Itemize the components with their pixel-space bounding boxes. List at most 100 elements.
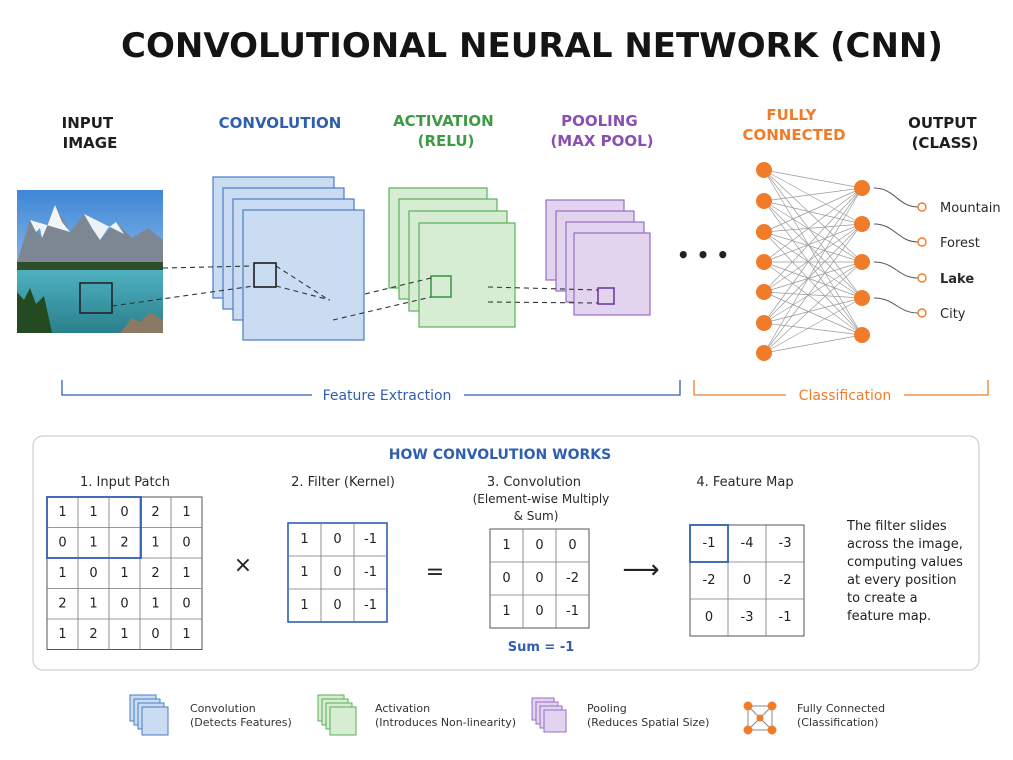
pooling-stack [545, 199, 651, 316]
main-title: CONVOLUTIONAL NEURAL NETWORK (CNN) [121, 26, 943, 66]
matrix-cell: 1 [58, 566, 66, 581]
fc-neuron [756, 162, 772, 178]
matrix-cell: 2 [151, 505, 159, 520]
fc-neuron [756, 193, 772, 209]
matrix-frame [689, 524, 805, 637]
matrix-cell: 0 [89, 566, 97, 581]
matrix-cell: -2 [566, 571, 579, 586]
stage-title-activation: ACTIVATION (RELU) [393, 112, 499, 150]
fc-neuron [756, 254, 772, 270]
legend-pooling-subtitle: (Reduces Spatial Size) [587, 716, 709, 729]
fc-connection [763, 231, 863, 263]
matrix-cell: 1 [89, 596, 97, 611]
product-matrix: 1 0 0 0 0 -2 1 0 -1 [489, 528, 590, 629]
legend: Convolution (Detects Features) Activatio… [129, 694, 885, 736]
fc-connection [763, 261, 863, 293]
fc-connection [763, 187, 863, 324]
fc-connection [763, 187, 863, 263]
equals-operator: = [426, 560, 444, 585]
fc-neuron [756, 284, 772, 300]
legend-convolution-subtitle: (Detects Features) [190, 716, 292, 729]
matrix-cell: 1 [300, 565, 308, 580]
matrix-cell: 0 [705, 610, 713, 625]
matrix-cell: 1 [502, 604, 510, 619]
legend-activation-title: Activation [375, 702, 430, 715]
matrix-cell: 1 [300, 532, 308, 547]
matrix-cell: 0 [120, 596, 128, 611]
matrix-frame [287, 522, 388, 623]
activation-stack [388, 187, 516, 328]
fc-connection [763, 231, 863, 299]
matrix-cell: 0 [333, 598, 341, 613]
step3-label: 3. Convolution (Element-wise Multiply & … [473, 475, 614, 523]
fc-connection [763, 223, 863, 233]
output-class-marker [917, 237, 927, 247]
output-class-forest: Forest [940, 236, 980, 251]
classification-bracket: Classification [693, 380, 989, 404]
fc-connection [763, 261, 863, 354]
matrix-cell: 2 [151, 566, 159, 581]
feature-extraction-bracket: Feature Extraction [61, 380, 681, 404]
matrix-cell: 0 [151, 627, 159, 642]
fc-connection [763, 187, 863, 354]
matrix-frame [46, 496, 203, 650]
matrix-cell: 2 [89, 627, 97, 642]
matrix-cell: 0 [743, 573, 751, 588]
fc-connection [763, 223, 863, 293]
fully-connected-icon [743, 701, 777, 735]
convolution-stack-icon [129, 694, 169, 736]
matrix-cell: -2 [779, 573, 792, 588]
matrix-cell: -1 [566, 604, 579, 619]
arrow-operator: ⟶ [622, 555, 659, 585]
matrix-cell: 0 [568, 538, 576, 553]
fc-connection [763, 169, 863, 189]
matrix-cell: 2 [120, 535, 128, 550]
legend-pooling-title: Pooling [587, 702, 627, 715]
input-patch-highlight [46, 496, 142, 559]
dashed-connectors [111, 265, 599, 321]
fc-connection [763, 334, 863, 354]
matrix-cell: 0 [182, 535, 190, 550]
matrix-cell: 1 [58, 505, 66, 520]
output-class-marker [917, 273, 927, 283]
matrix-cell: -1 [703, 536, 716, 551]
legend-fully-connected-title: Fully Connected [797, 702, 885, 715]
stage-title-output: OUTPUT (CLASS) [908, 114, 982, 152]
classification-label: Classification [799, 388, 892, 404]
stage-title-convolution: CONVOLUTION [219, 114, 342, 132]
matrix-cell: 0 [333, 565, 341, 580]
ellipsis: • • • [677, 243, 729, 267]
matrix-cell: 1 [182, 627, 190, 642]
matrix-cell: 1 [502, 538, 510, 553]
convolution-description: The filter slides across the image, comp… [846, 519, 967, 624]
matrix-cell: 1 [182, 505, 190, 520]
matrix-cell: 0 [535, 571, 543, 586]
multiply-operator: × [234, 553, 252, 578]
fc-connection [763, 200, 863, 299]
matrix-cell: 0 [502, 571, 510, 586]
how-convolution-works-title: HOW CONVOLUTION WORKS [389, 447, 611, 463]
fc-connection [763, 297, 863, 324]
matrix-cell: 0 [535, 538, 543, 553]
fc-connection [763, 200, 863, 336]
fc-connection [763, 223, 863, 324]
output-class-marker [917, 308, 927, 318]
matrix-cell: 0 [182, 596, 190, 611]
matrix-cell: -1 [364, 532, 377, 547]
matrix-cell: -2 [703, 573, 716, 588]
stage-title-input: INPUT IMAGE [62, 114, 119, 152]
fc-connection [763, 187, 863, 293]
fully-connected-network [756, 162, 870, 361]
fc-neuron [854, 254, 870, 270]
fc-neuron [854, 290, 870, 306]
matrix-cell: 0 [535, 604, 543, 619]
fc-connection [763, 291, 863, 299]
fc-connection [763, 223, 863, 263]
fc-neuron [756, 224, 772, 240]
fc-connection [763, 261, 863, 299]
matrix-cell: -4 [741, 536, 754, 551]
